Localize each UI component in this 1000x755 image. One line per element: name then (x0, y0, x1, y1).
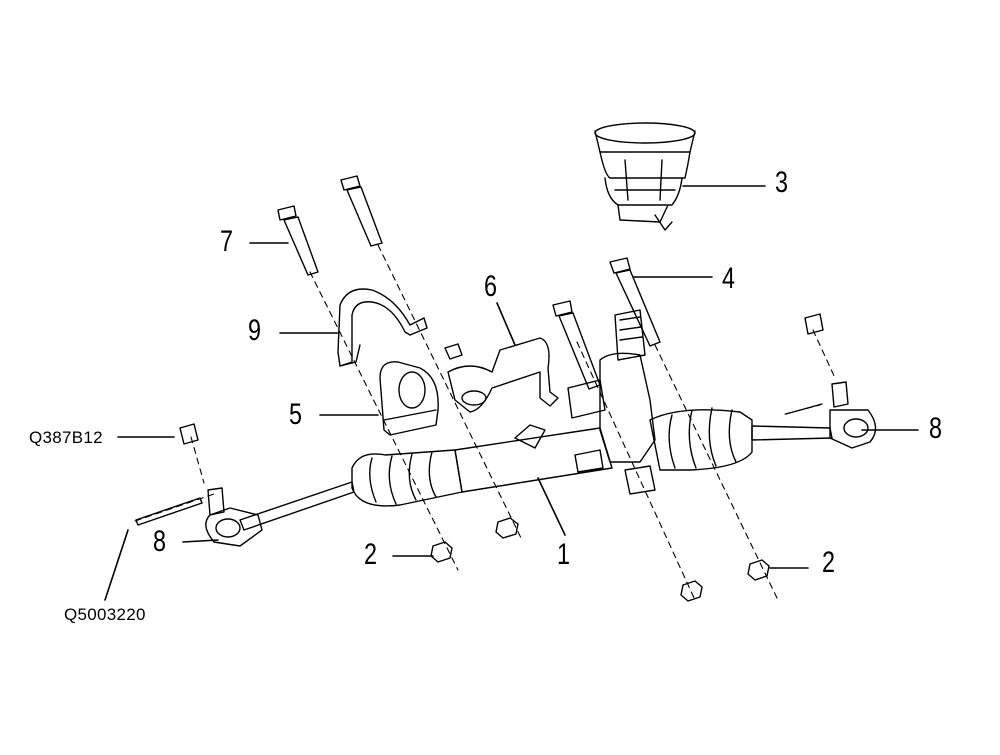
callout-q387b12: Q387B12 (29, 428, 103, 447)
part-5-bushing (379, 361, 439, 436)
callout-q5003220: Q5003220 (64, 605, 146, 624)
part-2-nuts (430, 517, 770, 602)
part-6-bracket (444, 337, 559, 413)
callout-7: 7 (220, 225, 234, 258)
callout-3: 3 (775, 166, 789, 199)
part-3-seal (594, 122, 696, 231)
part-8-tie-rod-end-left (205, 487, 263, 547)
cotter-pins (135, 403, 823, 526)
part-7-bolts (277, 175, 383, 276)
callout-9: 9 (248, 314, 262, 347)
callout-5: 5 (289, 398, 303, 431)
part-4-bolts (552, 257, 661, 390)
part-9-clamp (337, 288, 428, 367)
callout-6: 6 (484, 270, 498, 303)
callout-4: 4 (722, 262, 736, 295)
callout-1: 1 (557, 538, 571, 571)
part-1-rack-assembly (239, 309, 833, 531)
leader-lines (104, 185, 919, 601)
part-8-tie-rod-end-right (829, 381, 877, 449)
callout-2-right: 2 (822, 546, 836, 579)
castle-nuts (179, 313, 824, 445)
callout-8-right: 8 (929, 412, 943, 445)
callout-8-left: 8 (153, 525, 167, 558)
callout-2-left: 2 (364, 538, 378, 571)
